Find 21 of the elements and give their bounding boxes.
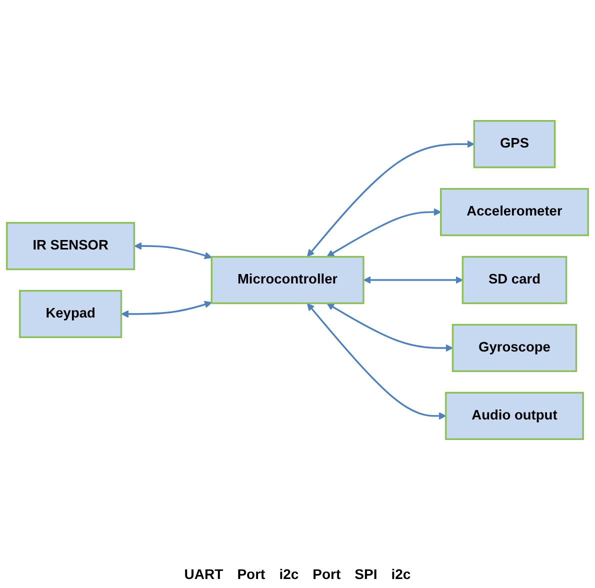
arrow	[326, 208, 442, 257]
node-box: Audio output	[445, 392, 584, 440]
node-box: Accelerometer	[440, 188, 589, 236]
arrow	[326, 303, 454, 352]
arrow	[307, 303, 446, 420]
node-box: Keypad	[19, 290, 122, 338]
arrow	[121, 300, 212, 318]
node-box: SD card	[462, 256, 568, 304]
node-box: IR SENSOR	[6, 222, 136, 270]
arrow	[134, 242, 212, 260]
port-label: Port	[312, 566, 341, 582]
port-label: SPI	[354, 566, 378, 582]
port-label: Port	[237, 566, 266, 582]
node-box: Gyroscope	[452, 324, 578, 372]
node-box: GPS	[473, 120, 556, 168]
port-label: i2c	[391, 566, 411, 582]
port-label: UART	[184, 566, 224, 582]
node-box: Microcontroller	[210, 256, 364, 304]
arrow	[307, 140, 474, 257]
port-label: i2c	[279, 566, 299, 582]
arrow	[363, 276, 464, 284]
